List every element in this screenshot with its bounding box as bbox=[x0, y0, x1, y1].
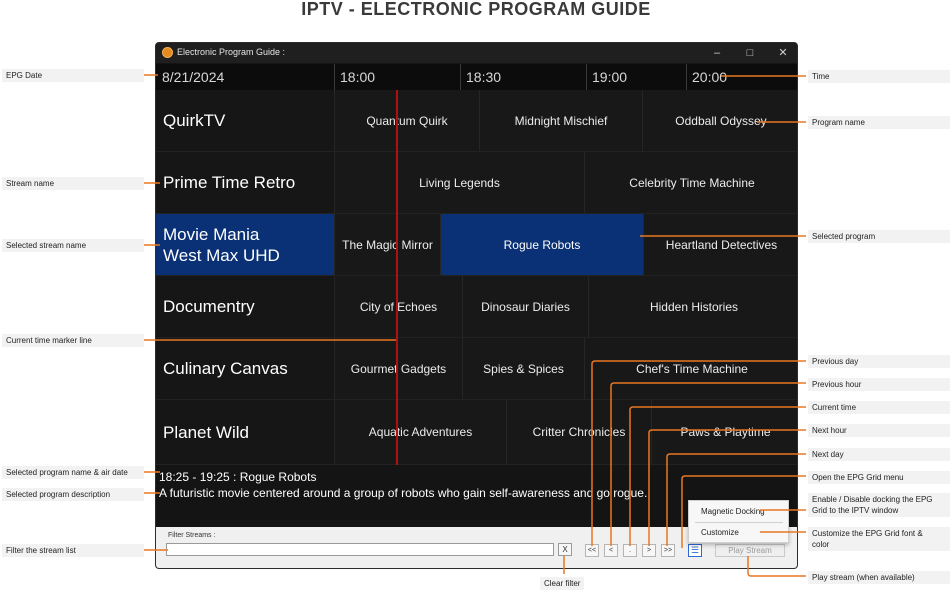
callout-next-hour: Next hour bbox=[808, 424, 950, 437]
program-cell[interactable]: Celebrity Time Machine bbox=[584, 152, 797, 213]
time-slot: 18:30 bbox=[460, 64, 586, 90]
stream-row: Prime Time Retro Living Legends Celebrit… bbox=[156, 152, 797, 214]
callout-selected-stream-name: Selected stream name bbox=[2, 239, 144, 252]
callout-program-name: Program name bbox=[808, 116, 950, 129]
title-bar: Electronic Program Guide : – □ ✕ bbox=[156, 43, 797, 63]
callout-current-time: Current time bbox=[808, 401, 950, 414]
program-cell[interactable]: Aquatic Adventures bbox=[334, 400, 506, 464]
previous-day-button[interactable]: << bbox=[585, 544, 599, 557]
callout-docking-line: Enable / Disable docking the EPG bbox=[812, 495, 933, 504]
clear-filter-button[interactable]: X bbox=[558, 543, 572, 556]
filter-label: Filter Streams : bbox=[168, 532, 216, 539]
close-button[interactable]: ✕ bbox=[778, 47, 788, 59]
program-cell[interactable]: Midnight Mischief bbox=[479, 90, 642, 151]
program-cell[interactable]: Quantum Quirk bbox=[334, 90, 479, 151]
epg-date: 8/21/2024 bbox=[162, 69, 225, 85]
program-cell[interactable]: Critter Chronicles bbox=[506, 400, 651, 464]
callout-time: Time bbox=[808, 70, 950, 83]
program-cell[interactable]: Dinosaur Diaries bbox=[462, 276, 588, 337]
callout-customize: Customize the EPG Grid font & color bbox=[808, 527, 950, 551]
next-day-button[interactable]: >> bbox=[661, 544, 675, 557]
selected-program-cell[interactable]: Rogue Robots bbox=[440, 214, 643, 275]
program-cell[interactable]: The Magic Mirror bbox=[334, 214, 440, 275]
program-cell[interactable]: Living Legends bbox=[334, 152, 584, 213]
program-cell[interactable]: Paws & Playtime bbox=[651, 400, 797, 464]
selected-stream-name[interactable]: Movie Mania West Max UHD bbox=[156, 214, 334, 275]
epg-window: Electronic Program Guide : – □ ✕ 8/21/20… bbox=[155, 42, 798, 569]
time-label: 18:30 bbox=[466, 69, 502, 85]
app-icon bbox=[162, 47, 173, 58]
callout-play-stream: Play stream (when available) bbox=[808, 571, 950, 584]
callout-clear-filter: Clear filter bbox=[540, 577, 585, 590]
program-cell[interactable]: Hidden Histories bbox=[588, 276, 797, 337]
callout-stream-name: Stream name bbox=[2, 177, 144, 190]
previous-hour-button[interactable]: < bbox=[604, 544, 618, 557]
callout-selected-program: Selected program bbox=[808, 230, 950, 243]
stream-name-line: West Max UHD bbox=[163, 245, 280, 265]
menu-icon[interactable]: ☰ bbox=[688, 544, 702, 557]
stream-name-line: Movie Mania bbox=[163, 224, 260, 244]
callout-epg-date: EPG Date bbox=[2, 69, 144, 82]
program-cell[interactable]: Heartland Detectives bbox=[643, 214, 797, 275]
minimize-button[interactable]: – bbox=[713, 47, 721, 59]
filter-streams-input[interactable] bbox=[166, 543, 554, 556]
stream-row: Documentry City of Echoes Dinosaur Diari… bbox=[156, 276, 797, 338]
callout-next-day: Next day bbox=[808, 448, 950, 461]
callout-open-menu: Open the EPG Grid menu bbox=[808, 471, 950, 484]
time-label: 18:00 bbox=[340, 69, 376, 85]
callout-filter-stream-list: Filter the stream list bbox=[2, 544, 144, 557]
program-cell[interactable]: Gourmet Gadgets bbox=[334, 338, 462, 399]
time-slot: 18:00 bbox=[334, 64, 460, 90]
stream-row: Culinary Canvas Gourmet Gadgets Spies & … bbox=[156, 338, 797, 400]
time-slot: 19:00 bbox=[586, 64, 686, 90]
program-cell[interactable]: Spies & Spices bbox=[462, 338, 584, 399]
maximize-button[interactable]: □ bbox=[746, 47, 754, 59]
callout-docking-line: Grid to the IPTV window bbox=[812, 506, 899, 515]
stream-name[interactable]: Documentry bbox=[163, 297, 255, 316]
time-label: 20:00 bbox=[692, 69, 728, 85]
customize-menu-item[interactable]: Customize bbox=[701, 528, 739, 537]
program-cell[interactable]: City of Echoes bbox=[334, 276, 462, 337]
program-cell[interactable]: Oddball Odyssey bbox=[642, 90, 797, 151]
current-time-marker-line bbox=[396, 90, 398, 465]
page-title: IPTV - ELECTRONIC PROGRAM GUIDE bbox=[301, 0, 651, 19]
callout-previous-hour: Previous hour bbox=[808, 378, 950, 391]
callout-current-time-marker: Current time marker line bbox=[2, 334, 144, 347]
current-time-button[interactable]: . bbox=[623, 544, 637, 557]
time-label: 19:00 bbox=[592, 69, 628, 85]
stream-row: Planet Wild Aquatic Adventures Critter C… bbox=[156, 400, 797, 465]
magnetic-docking-menu-item[interactable]: Magnetic Docking bbox=[701, 507, 765, 516]
stream-name[interactable]: QuirkTV bbox=[163, 111, 226, 130]
stream-row-selected: Movie Mania West Max UHD The Magic Mirro… bbox=[156, 214, 797, 276]
time-slot: 20:00 bbox=[686, 64, 797, 90]
program-cell[interactable]: Chef's Time Machine bbox=[584, 338, 797, 399]
callout-customize-line: Customize the EPG Grid font & bbox=[812, 529, 923, 538]
callout-selected-program-description: Selected program description bbox=[2, 488, 144, 501]
epg-grid-menu: Magnetic Docking Customize bbox=[688, 500, 789, 543]
callout-previous-day: Previous day bbox=[808, 355, 950, 368]
timeline-header: 8/21/2024 18:00 18:30 19:00 20:00 bbox=[156, 64, 797, 90]
callout-selected-program-name-air: Selected program name & air date bbox=[2, 466, 144, 479]
stream-name[interactable]: Prime Time Retro bbox=[163, 173, 296, 192]
stream-name[interactable]: Planet Wild bbox=[163, 422, 249, 442]
selected-program-description: A futuristic movie centered around a gro… bbox=[159, 486, 648, 500]
stream-row: QuirkTV Quantum Quirk Midnight Mischief … bbox=[156, 90, 797, 152]
next-hour-button[interactable]: > bbox=[642, 544, 656, 557]
window-title: Electronic Program Guide : bbox=[177, 47, 286, 57]
callout-docking: Enable / Disable docking the EPG Grid to… bbox=[808, 493, 950, 517]
play-stream-button[interactable]: Play Stream bbox=[715, 544, 785, 557]
stream-name[interactable]: Culinary Canvas bbox=[163, 359, 288, 378]
callout-customize-line: color bbox=[812, 540, 830, 549]
selected-program-name-air: 18:25 - 19:25 : Rogue Robots bbox=[159, 470, 317, 484]
